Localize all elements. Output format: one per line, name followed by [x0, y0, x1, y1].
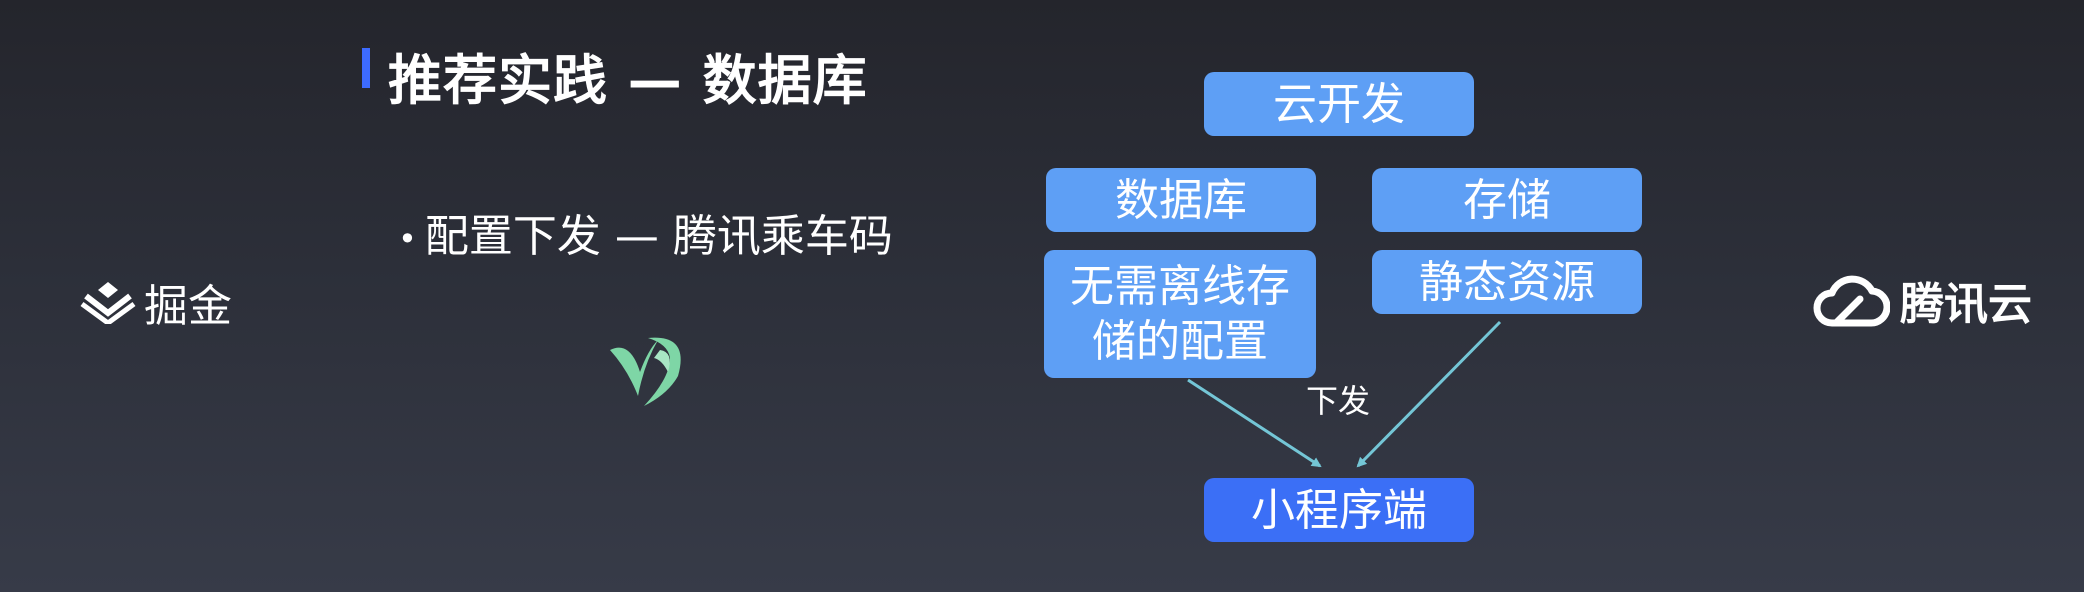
- bullet-text: 配置下发 — 腾讯乘车码: [424, 211, 893, 262]
- mini-program-label: 小程序端: [1251, 484, 1427, 536]
- tencent-cloud-text: 腾讯云: [1900, 279, 2032, 330]
- juejin-logo-icon: [80, 282, 136, 324]
- juejin-logo: 掘金: [80, 270, 232, 334]
- juejin-logo-text: 掘金: [144, 281, 232, 332]
- bullet-dot: •: [398, 220, 417, 258]
- database-box: 数据库: [1046, 168, 1316, 232]
- database-label: 数据库: [1115, 174, 1247, 226]
- config-label-line-2: 储的配置: [1092, 316, 1268, 367]
- tencent-cloud-logo: 腾讯云: [1812, 268, 2032, 332]
- arrow-static-to-client: [1356, 320, 1502, 468]
- app-logo: [608, 330, 692, 414]
- ride-code-logo-icon: [610, 337, 681, 406]
- config-box: 无需离线存 储的配置: [1044, 250, 1316, 378]
- cloud-dev-box: 云开发: [1204, 72, 1474, 136]
- cloud-dev-label: 云开发: [1273, 78, 1405, 130]
- storage-label: 存储: [1463, 174, 1551, 226]
- slide-title: 推荐实践 — 数据库: [388, 49, 868, 112]
- config-label-line-1: 无需离线存: [1070, 261, 1290, 312]
- static-resources-label: 静态资源: [1419, 256, 1595, 308]
- arrow-label: 下发: [1306, 382, 1371, 420]
- storage-box: 存储: [1372, 168, 1642, 232]
- cloud-icon: [1813, 275, 1890, 327]
- static-resources-box: 静态资源: [1372, 250, 1642, 314]
- mini-program-box: 小程序端: [1204, 478, 1474, 542]
- arrow-config-to-client: [1187, 378, 1322, 468]
- bullet-item: •配置下发 — 腾讯乘车码: [398, 200, 893, 264]
- title-accent-bar: [362, 48, 370, 88]
